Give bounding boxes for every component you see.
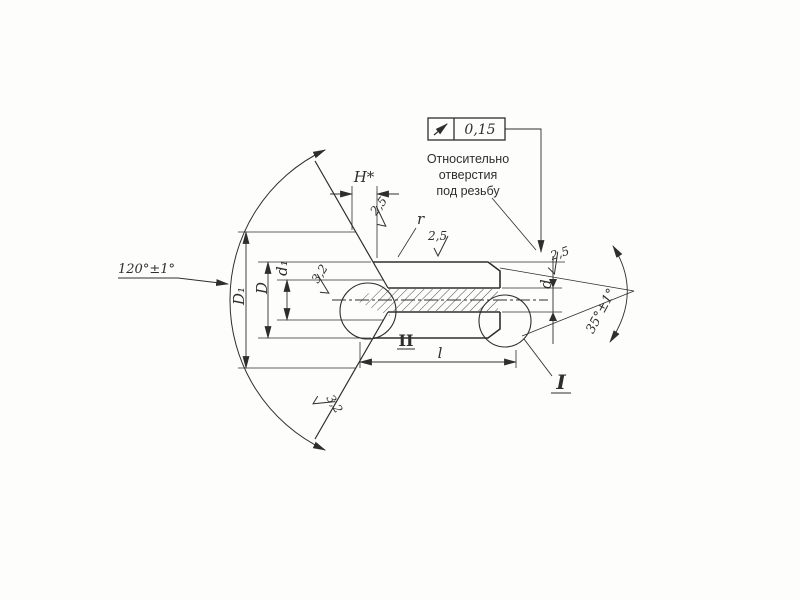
left-diameter-dimensions: D₁ D d₁ bbox=[230, 230, 383, 370]
chamfer-angle-arc bbox=[609, 245, 628, 343]
roughness-mark-25-right: 2,5 bbox=[547, 244, 571, 275]
roughness-check-icon bbox=[433, 235, 449, 258]
label-detail-1: I bbox=[555, 370, 566, 394]
note-leader bbox=[491, 197, 537, 251]
roughness-value: 3,2 bbox=[323, 392, 345, 416]
dim-arrow-d-top bbox=[549, 279, 557, 288]
length-dimension: l bbox=[358, 342, 518, 368]
roughness-value: 2,5 bbox=[548, 244, 571, 264]
roughness-check-icon bbox=[316, 273, 330, 294]
note-line-1: Относительно bbox=[427, 152, 509, 166]
roughness-mark-25-face: 2,5 bbox=[427, 229, 449, 258]
roughness-value: 2,5 bbox=[367, 194, 390, 218]
detail-1-leader bbox=[523, 338, 553, 377]
roughness-mark-32-upper: 3,2 bbox=[309, 262, 331, 294]
runout-arrow-line bbox=[433, 123, 448, 136]
part-outline bbox=[373, 261, 501, 339]
label-l: l bbox=[438, 344, 443, 362]
countersink-angle-dimension: 120°±1° bbox=[118, 149, 326, 451]
extension-lines-left bbox=[238, 231, 383, 369]
roughness-check-icon bbox=[312, 395, 336, 405]
tolerance-callout: 0,15 Относительно отверстия под резьбу bbox=[427, 117, 545, 254]
dim-arrow-d-bottom bbox=[549, 312, 557, 321]
detail-callouts: II I bbox=[339, 282, 571, 394]
runout-arrow-icon bbox=[433, 123, 448, 136]
roughness-value: 3,2 bbox=[309, 262, 331, 286]
label-angle-countersink: 120°±1° bbox=[118, 262, 175, 277]
roughness-check-icon bbox=[375, 205, 387, 227]
note-line-3: под резьбу bbox=[436, 184, 500, 198]
angle-arc bbox=[229, 149, 326, 451]
detail-circle-2 bbox=[339, 282, 397, 340]
roughness-value: 2,5 bbox=[427, 229, 447, 243]
bore-diameter-dimension: d bbox=[490, 256, 565, 344]
label-D1: D₁ bbox=[230, 287, 248, 306]
part-section bbox=[314, 160, 548, 440]
label-H: H* bbox=[353, 168, 375, 186]
label-d: d bbox=[537, 279, 555, 289]
note-line-2: отверстия bbox=[439, 168, 498, 182]
label-angle-chamfer: 35°±1° bbox=[583, 286, 619, 336]
label-D: D bbox=[253, 282, 271, 295]
radius-leader bbox=[397, 227, 417, 258]
label-detail-2: II bbox=[399, 331, 414, 350]
depth-dimension: H* bbox=[330, 168, 399, 258]
roughness-check-icon bbox=[547, 251, 559, 275]
tolerance-leader bbox=[505, 128, 545, 254]
tolerance-value: 0,15 bbox=[464, 122, 495, 138]
countersink-cone-lines bbox=[314, 160, 389, 440]
radius-callout: r bbox=[397, 210, 425, 258]
extension-lines-d bbox=[490, 261, 565, 313]
chamfer-angle-dimension: 35°±1° bbox=[499, 245, 635, 343]
roughness-mark-25-cone: 2,5 bbox=[367, 194, 390, 227]
angle-leader bbox=[118, 277, 230, 287]
detail-circle-1 bbox=[478, 294, 532, 348]
label-r: r bbox=[417, 210, 425, 228]
label-d1: d₁ bbox=[273, 260, 291, 276]
